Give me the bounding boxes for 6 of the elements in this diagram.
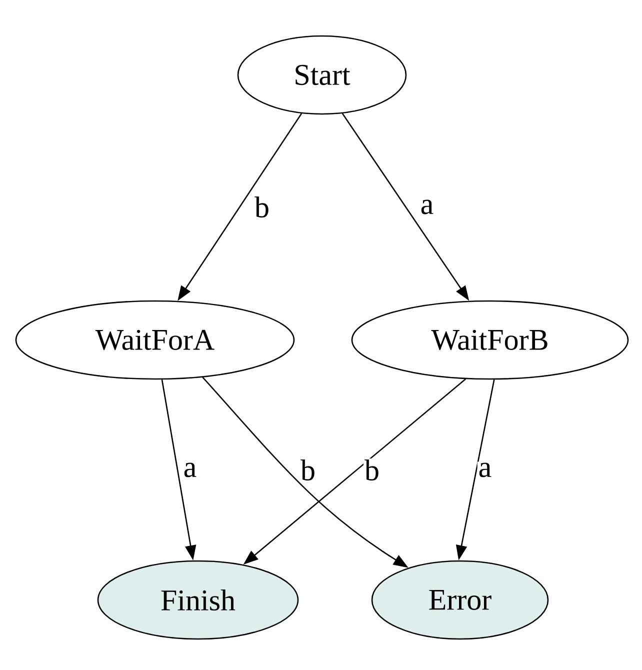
- edge-label: b: [254, 195, 270, 219]
- edge-label: b: [364, 458, 380, 482]
- edge-label: a: [477, 462, 493, 478]
- edge-label: a: [182, 462, 198, 478]
- edge-label: a: [419, 198, 435, 216]
- edge-label: b: [300, 458, 316, 482]
